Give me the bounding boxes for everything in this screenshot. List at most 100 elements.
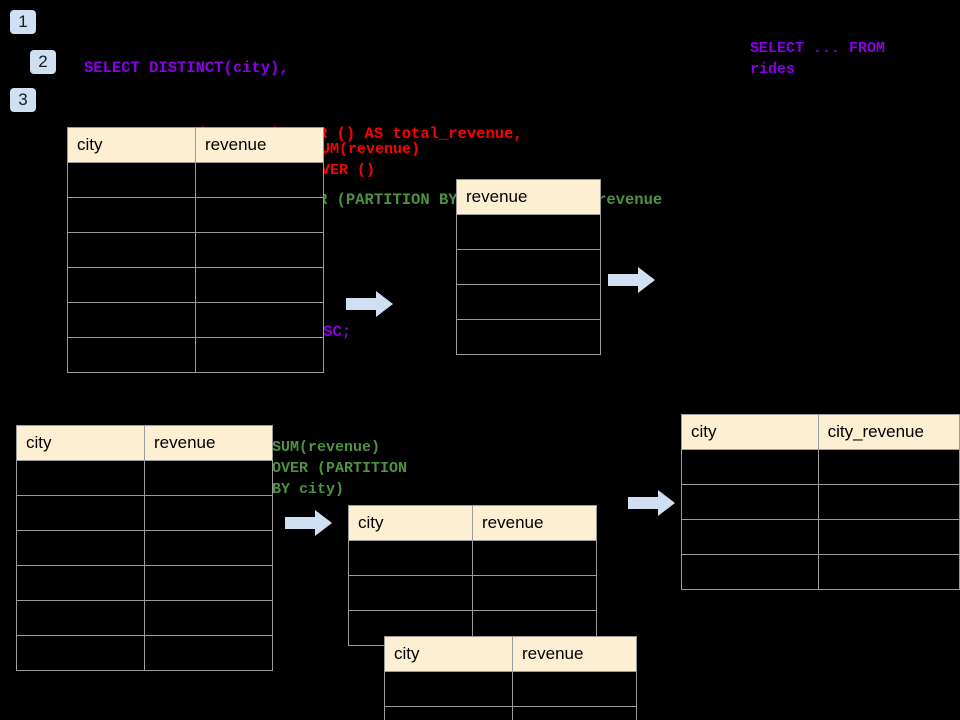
annotation-sum-over-empty: SUM(revenue) OVER () (312, 141, 421, 179)
column-header-revenue: revenue (456, 179, 601, 215)
table-row (681, 519, 960, 555)
table-cell (144, 565, 273, 601)
table-cell (817, 554, 960, 590)
table-cell (348, 575, 473, 611)
table-cell (681, 519, 819, 555)
table-cell (384, 671, 513, 707)
column-header-city: city (348, 505, 473, 541)
table-cell (348, 540, 473, 576)
table-row (16, 495, 273, 531)
table-cell (472, 540, 597, 576)
table-cell (456, 249, 601, 285)
table-row (16, 460, 273, 496)
arrow-partition-to-result (628, 488, 676, 518)
table-cell (67, 232, 196, 268)
column-header-revenue: revenue (195, 127, 324, 163)
table-cell (195, 337, 324, 373)
table-row (681, 554, 960, 590)
arrow-source-to-total (346, 289, 394, 319)
table-cell (512, 671, 637, 707)
table-cell (16, 460, 145, 496)
table-cell (681, 554, 819, 590)
table-row (67, 337, 324, 373)
table-cell (67, 162, 196, 198)
arrow-right-icon (608, 267, 655, 293)
table-row (67, 267, 324, 303)
table-row (384, 671, 637, 707)
table-cell (681, 484, 819, 520)
table-cell (16, 565, 145, 601)
table-row (681, 449, 960, 485)
table-cell (195, 162, 324, 198)
annotation-sum-over-partition: SUM(revenue) OVER (PARTITION BY city) (272, 439, 408, 498)
table-cell (67, 197, 196, 233)
table-row (681, 484, 960, 520)
table-row (16, 600, 273, 636)
table-cell (456, 284, 601, 320)
table-cell (67, 267, 196, 303)
arrow-right-icon (628, 490, 675, 516)
table-cell (144, 600, 273, 636)
table-cell (144, 530, 273, 566)
table-row (348, 575, 597, 611)
table-row (67, 162, 324, 198)
table-cell (67, 302, 196, 338)
table-row (456, 284, 601, 320)
table-cell (144, 635, 273, 671)
table-row (16, 635, 273, 671)
column-header-city_revenue: city_revenue (817, 414, 960, 450)
table-cell (195, 302, 324, 338)
column-header-city: city (67, 127, 196, 163)
column-header-revenue: revenue (144, 425, 273, 461)
table-cell (16, 635, 145, 671)
sql-line-select: SELECT DISTINCT(city), (84, 59, 289, 77)
table-cell (456, 214, 601, 250)
table-cell (472, 575, 597, 611)
table-cell (16, 600, 145, 636)
column-header-city: city (384, 636, 513, 672)
table-cell (456, 319, 601, 355)
table-row (67, 302, 324, 338)
table-row (16, 530, 273, 566)
total-revenue-table: revenue (456, 179, 601, 355)
table-row (456, 319, 601, 355)
step-badge-2: 2 (30, 50, 56, 74)
table-cell (384, 706, 513, 720)
table-row (456, 214, 601, 250)
step-badge-3: 3 (10, 88, 36, 112)
table-cell (512, 706, 637, 720)
column-header-city: city (16, 425, 145, 461)
table-row (348, 540, 597, 576)
table-row (67, 197, 324, 233)
arrow-total-to-result (608, 265, 656, 295)
table-cell (144, 495, 273, 531)
table-header-row: revenue (456, 179, 601, 215)
annotation-select-from: SELECT ... FROM rides (750, 40, 886, 78)
table-cell (817, 449, 960, 485)
table-cell (144, 460, 273, 496)
table-row (384, 706, 637, 720)
table-cell (67, 337, 196, 373)
table-cell (681, 449, 819, 485)
table-cell (817, 484, 960, 520)
table-cell (16, 530, 145, 566)
table-row (456, 249, 601, 285)
arrow-source-to-partition (285, 508, 333, 538)
arrow-right-icon (285, 510, 332, 536)
arrow-right-icon (346, 291, 393, 317)
table-cell (195, 232, 324, 268)
step-badge-1: 1 (10, 10, 36, 34)
table-row (67, 232, 324, 268)
table-cell (16, 495, 145, 531)
